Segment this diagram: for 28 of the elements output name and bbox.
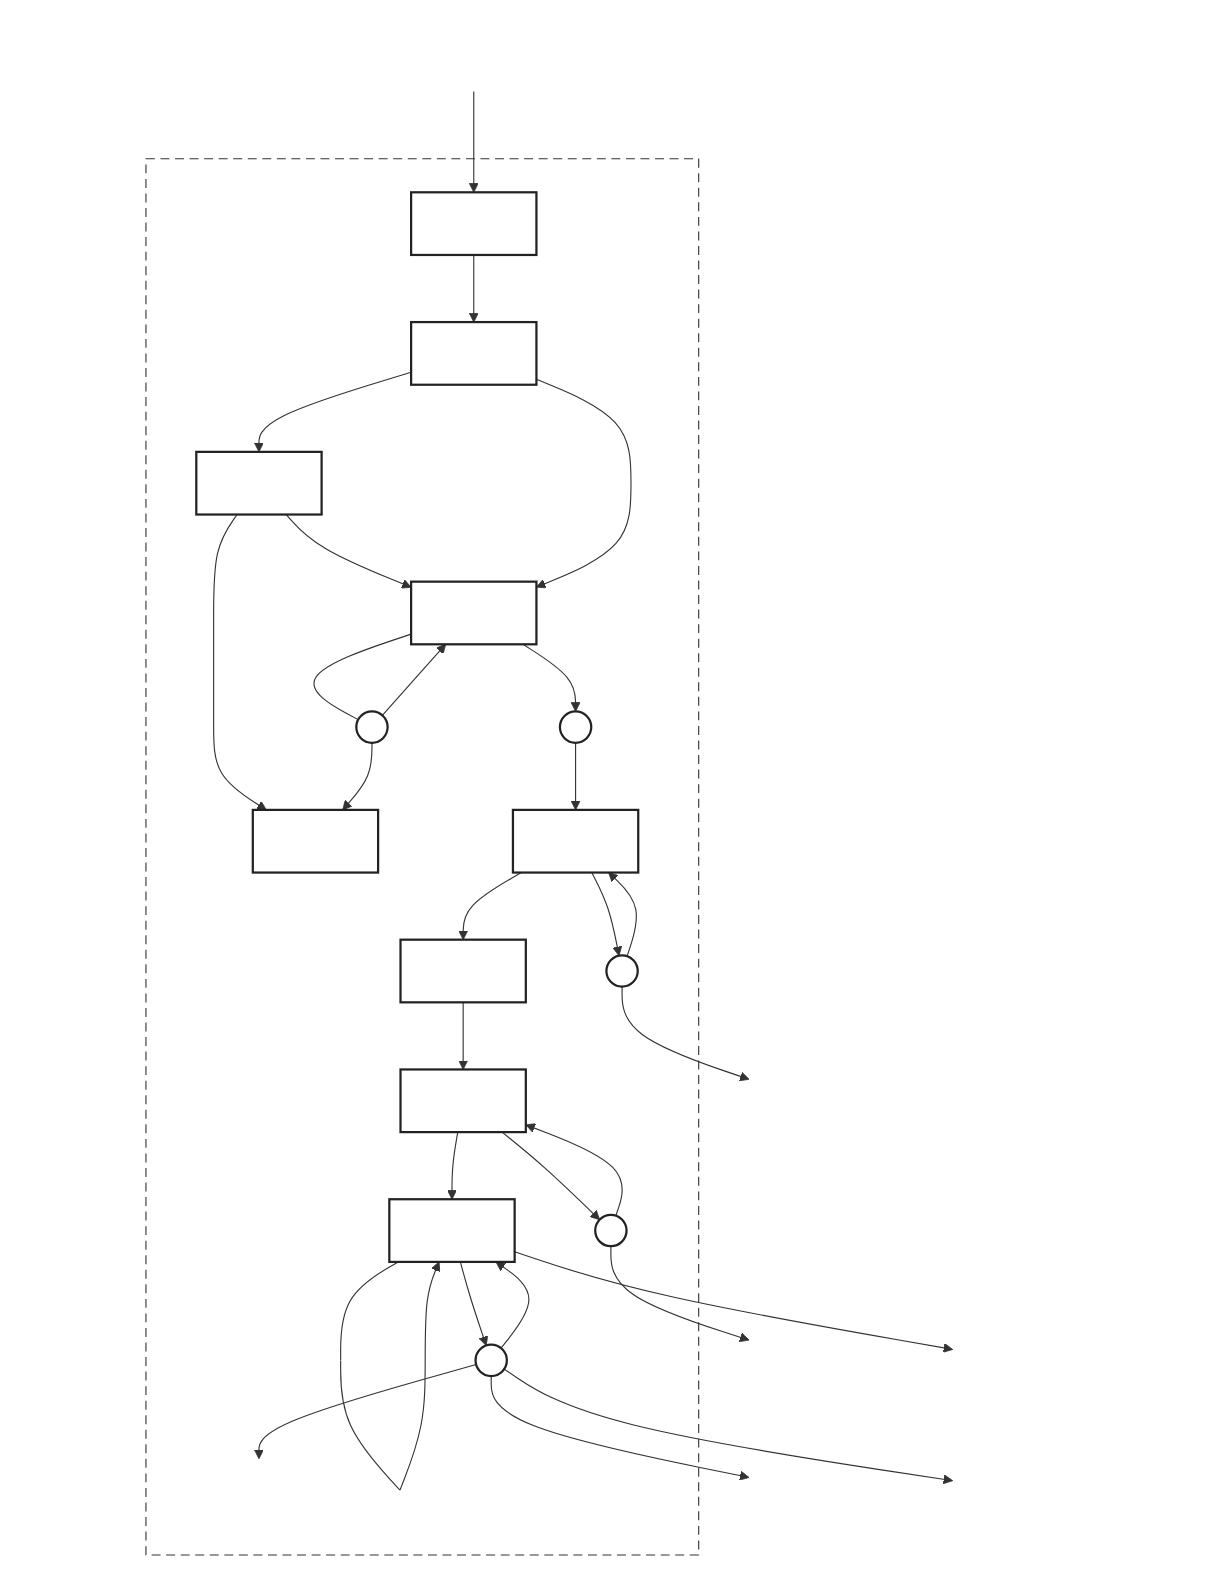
arrow: [608, 872, 637, 957]
node-box: [195, 450, 323, 516]
connector: [313, 633, 412, 721]
node-box: [399, 938, 527, 1004]
node-box: [410, 191, 538, 257]
arrow: [621, 986, 750, 1082]
arrow: [254, 1364, 477, 1460]
node-circle: [605, 954, 639, 988]
arrow: [525, 1123, 623, 1217]
node-circle: [594, 1213, 628, 1248]
arrow: [591, 872, 623, 957]
node-box: [410, 320, 538, 386]
cluster: [145, 158, 700, 1556]
arrow: [459, 1261, 489, 1346]
arrow: [490, 1375, 750, 1481]
node-box: [511, 808, 640, 874]
arrow: [514, 1251, 954, 1353]
arrow: [503, 1368, 954, 1485]
node-box: [399, 1068, 527, 1134]
node-circle: [355, 710, 389, 744]
node-circle: [474, 1343, 508, 1378]
arrow: [468, 91, 479, 193]
node-box: [388, 1198, 516, 1263]
node-circle: [558, 710, 593, 744]
node-box: [251, 808, 380, 874]
node-box: [410, 580, 538, 646]
arrow: [468, 254, 479, 323]
arrow: [495, 1261, 530, 1349]
